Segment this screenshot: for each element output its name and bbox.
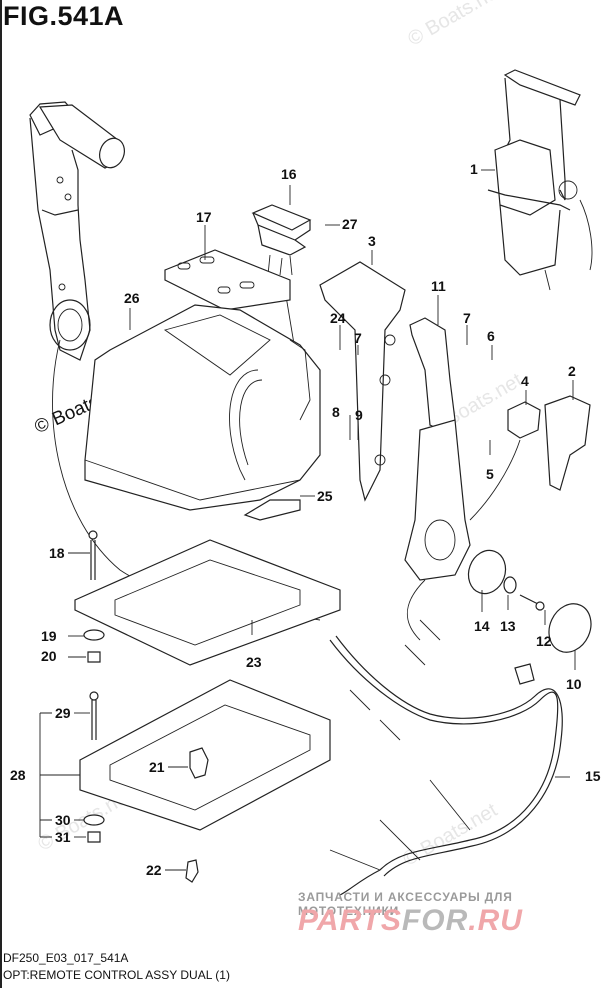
remote-control-box (487, 69, 593, 291)
callout-23: 23 (246, 654, 262, 670)
callout-16: 16 (281, 166, 297, 182)
callout-30: 30 (55, 812, 71, 828)
callout-27: 27 (342, 216, 358, 232)
partsfor-logo-for: FOR (401, 904, 469, 937)
throttle-lever-left (29, 101, 321, 621)
side-bracket (319, 261, 406, 502)
rocker-switch (251, 204, 312, 351)
callout-19: 19 (41, 628, 57, 644)
callout-25: 25 (317, 488, 333, 504)
callout-31: 31 (55, 829, 71, 845)
callout-4: 4 (521, 373, 529, 389)
callout-7b: 7 (354, 330, 362, 346)
callout-11: 11 (431, 278, 446, 294)
callout-12: 12 (536, 633, 552, 649)
callout-29: 29 (55, 705, 71, 721)
cover-25-shape (243, 499, 301, 521)
callout-3: 3 (368, 233, 376, 249)
figure-code: DF250_E03_017_541A (3, 951, 129, 965)
callout-10: 10 (566, 676, 582, 692)
bracket-plate (164, 249, 291, 311)
partsfor-logo-parts: PARTS (298, 904, 402, 937)
partsfor-logo-ru: .RU (468, 904, 523, 937)
callout-26: 26 (124, 290, 140, 306)
callout-22: 22 (146, 862, 162, 878)
lower-lever (404, 395, 591, 641)
leader-lines (40, 169, 576, 871)
wire-harness (329, 619, 563, 896)
callout-2: 2 (568, 363, 576, 379)
partsfor-watermark-logo: PARTSFOR.RU (298, 904, 523, 938)
callout-9: 9 (355, 407, 363, 423)
partsfor-watermark-subtitle: ЗАПЧАСТИ И АКСЕССУАРЫ ДЛЯ МОТОТЕХНИКИ (298, 890, 513, 918)
gasket (74, 539, 341, 666)
hardware-right (467, 549, 592, 653)
base-assy (79, 679, 331, 883)
bracket-11 (409, 317, 456, 431)
callout-6: 6 (487, 328, 495, 344)
callout-24: 24 (330, 310, 346, 326)
callout-20: 20 (41, 648, 57, 664)
callout-28: 28 (10, 767, 26, 783)
callout-14: 14 (474, 618, 490, 634)
callout-18: 18 (49, 545, 65, 561)
callout-21: 21 (149, 759, 165, 775)
housing-cover (84, 304, 321, 511)
figure-description: OPT:REMOTE CONTROL ASSY DUAL (1) (3, 968, 230, 982)
callout-8: 8 (332, 404, 340, 420)
figure-title: FIG.541A (3, 1, 125, 31)
callout-1: 1 (470, 161, 478, 177)
callout-13: 13 (500, 618, 516, 634)
callout-15: 15 (585, 768, 601, 784)
callout-7a: 7 (463, 310, 471, 326)
frame-border (0, 0, 2, 988)
callout-17: 17 (196, 209, 212, 225)
callout-5: 5 (486, 466, 494, 482)
